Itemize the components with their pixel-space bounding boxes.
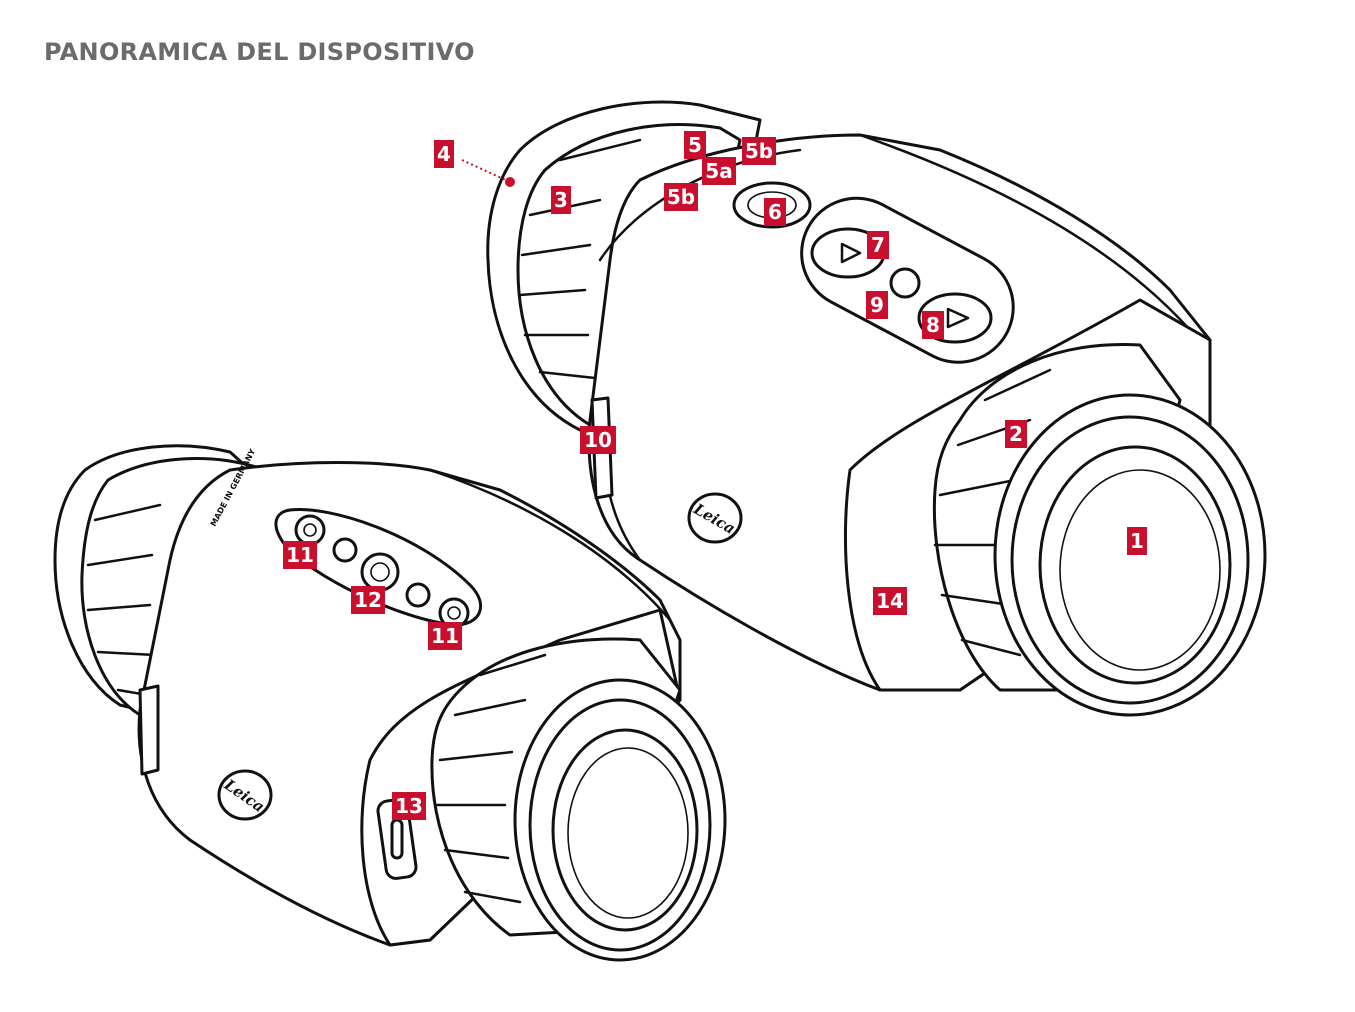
center-button-top[interactable]: [889, 267, 921, 299]
svg-text:5a: 5a: [705, 159, 732, 183]
svg-text:5b: 5b: [667, 185, 695, 209]
brand-logo-top: [687, 492, 743, 544]
svg-text:3: 3: [554, 188, 568, 212]
brand-logo-bottom: [217, 769, 273, 821]
label-button-up: 7: [867, 231, 889, 259]
svg-text:5b: 5b: [745, 139, 773, 163]
label-focus-ring: 2: [1005, 420, 1027, 448]
svg-text:9: 9: [870, 293, 884, 317]
label-tripod-socket-front: 11: [428, 622, 462, 650]
label-eyepiece-ring: 3: [551, 186, 571, 214]
focus-ring-ridges-bottom: [434, 653, 547, 904]
svg-text:11: 11: [286, 543, 314, 567]
objective-lens-top: [1038, 445, 1232, 685]
label-objective-lens: 1: [1127, 527, 1147, 555]
svg-text:6: 6: [768, 200, 782, 224]
svg-text:5: 5: [688, 133, 702, 157]
svg-text:14: 14: [876, 589, 904, 613]
label-tripod-socket-rear: 11: [283, 541, 317, 569]
svg-text:4: 4: [437, 142, 451, 166]
svg-text:13: 13: [395, 794, 423, 818]
label-strap-lug: 10: [580, 426, 616, 454]
device-bottom-view: MADE IN GERMANY Leica: [53, 444, 727, 962]
page-title: PANORAMICA DEL DISPOSITIVO: [44, 38, 475, 66]
label-usb-port: 13: [392, 792, 426, 820]
eyecup-leader-line: [461, 159, 511, 183]
label-tripod-thread: 12: [351, 586, 385, 614]
tripod-socket-rear[interactable]: [294, 514, 326, 546]
svg-text:12: 12: [354, 588, 382, 612]
tripod-thread[interactable]: [360, 552, 400, 592]
svg-text:8: 8: [926, 313, 940, 337]
label-diopter: 5: [684, 131, 706, 159]
svg-text:2: 2: [1009, 422, 1023, 446]
usb-port[interactable]: [390, 818, 404, 860]
label-diopter-b-top: 5b: [742, 137, 776, 165]
label-diopter-a: 5a: [702, 157, 736, 185]
objective-lens-bottom: [551, 728, 699, 932]
strap-lug-bottom[interactable]: [138, 684, 160, 776]
label-control-pad: 6: [764, 198, 786, 226]
label-button-down: 8: [922, 311, 944, 339]
svg-text:10: 10: [584, 428, 612, 452]
device-top-view: Leica: [486, 100, 1267, 717]
svg-text:1: 1: [1130, 529, 1144, 553]
svg-text:7: 7: [871, 233, 885, 257]
eyepiece-ridges-top: [518, 138, 642, 380]
label-eyecup: 4: [434, 140, 454, 168]
svg-text:11: 11: [431, 624, 459, 648]
eyecup-leader-dot: [505, 177, 515, 187]
label-center-button: 9: [866, 291, 888, 319]
label-housing-front: 14: [873, 587, 907, 615]
label-diopter-b-side: 5b: [664, 183, 698, 211]
focus-ring-ridges-top: [933, 368, 1052, 657]
